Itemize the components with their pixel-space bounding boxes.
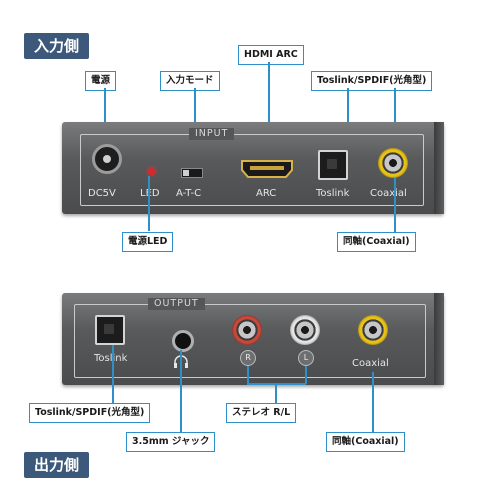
power-callout: 電源 xyxy=(85,71,117,91)
hdmi-arc-callout: HDMI ARC xyxy=(238,45,304,65)
toslink-input-label: Toslink xyxy=(316,188,350,199)
toslink-spdif-input-callout: Toslink/SPDIF(光角型) xyxy=(311,71,433,91)
output-side-tag: 出力側 xyxy=(24,452,90,478)
output-panel xyxy=(74,304,426,378)
input-side-tag: 入力側 xyxy=(24,33,90,59)
coaxial-input-callout: 同軸(Coaxial) xyxy=(337,232,416,252)
coaxial-output-callout: 同軸(Coaxial) xyxy=(326,432,405,452)
dc-power-jack xyxy=(92,144,122,174)
hdmi-arc-port xyxy=(241,160,293,178)
toslink-spdif-output-callout: Toslink/SPDIF(光角型) xyxy=(29,403,151,423)
output-panel-title: OUTPUT xyxy=(148,298,205,310)
power-led xyxy=(148,168,155,175)
rca-right-badge: R xyxy=(240,350,256,366)
rca-right-port xyxy=(232,315,262,345)
coaxial-input-label: Coaxial xyxy=(370,188,407,199)
input-panel-title: INPUT xyxy=(189,128,235,140)
input-panel xyxy=(80,134,424,206)
toslink-output-label: Toslink xyxy=(94,353,128,364)
toslink-output-port xyxy=(95,315,125,345)
coaxial-output-label: Coaxial xyxy=(352,358,389,369)
input-mode-switch[interactable] xyxy=(181,168,203,178)
toslink-input-port xyxy=(318,150,348,180)
arc-label: ARC xyxy=(256,188,277,199)
stereo-rl-callout: ステレオ R/L xyxy=(226,403,297,423)
input-mode-callout: 入力モード xyxy=(160,71,220,91)
coaxial-input-port xyxy=(378,148,408,178)
headphone-jack-callout: 3.5mm ジャック xyxy=(126,432,216,452)
dc5v-label: DC5V xyxy=(88,188,116,199)
led-label: LED xyxy=(140,188,160,199)
atc-label: A-T-C xyxy=(176,188,202,199)
coaxial-output-port xyxy=(358,315,388,345)
power-led-callout: 電源LED xyxy=(122,232,174,252)
rca-left-port xyxy=(290,315,320,345)
headphone-jack xyxy=(172,330,194,352)
rca-left-badge: L xyxy=(298,350,314,366)
